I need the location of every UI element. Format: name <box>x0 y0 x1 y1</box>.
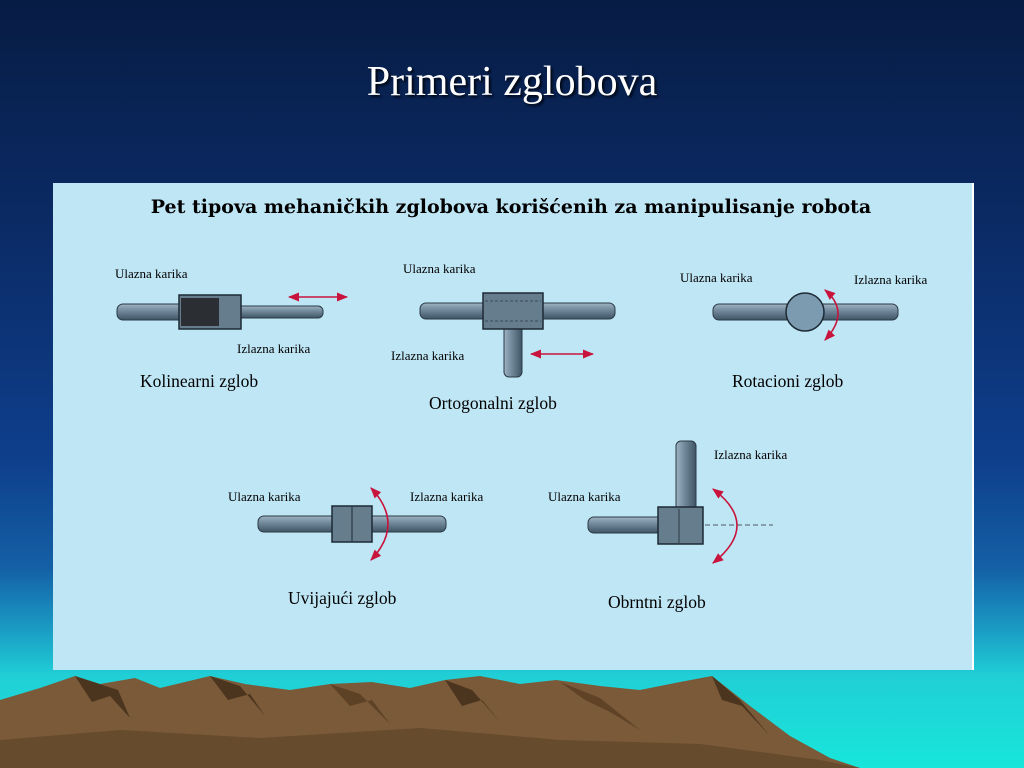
twisting-motion-arrow <box>370 487 389 561</box>
rotational-output-label: Izlazna karika <box>854 272 927 287</box>
revolving-output-rod <box>675 440 697 514</box>
joint-types-figure: Pet tipova mehaničkih zglobova korišćeni… <box>53 183 974 670</box>
orthogonal-joint-block <box>482 292 544 330</box>
rotational-motion-arrow <box>824 289 839 341</box>
twisting-caption: Uvijajući zglob <box>288 588 397 608</box>
revolving-input-label: Ulazna karika <box>548 489 621 504</box>
orthogonal-caption: Ortogonalni zglob <box>429 393 557 413</box>
twisting-output-label: Izlazna karika <box>410 489 483 504</box>
collinear-piston <box>181 298 219 326</box>
slide-title: Primeri zglobova <box>366 59 658 105</box>
collinear-output-rod <box>232 305 324 319</box>
orthogonal-output-label: Izlazna karika <box>391 348 464 363</box>
revolving-output-label: Izlazna karika <box>714 447 787 462</box>
revolving-joint-block <box>657 506 704 545</box>
revolving-joint: Ulazna karika Izlazna karika Obrntni zgl… <box>548 440 787 612</box>
joint-diagram: Pet tipova mehaničkih zglobova korišćeni… <box>115 196 927 612</box>
figure-title: Pet tipova mehaničkih zglobova korišćeni… <box>151 196 872 218</box>
collinear-caption: Kolinearni zglob <box>140 371 258 391</box>
rotational-input-label: Ulazna karika <box>680 270 753 285</box>
revolving-motion-arrow <box>712 488 738 564</box>
collinear-joint: Ulazna karika Izlazna karika Kolinearni … <box>115 266 349 391</box>
rotational-joint: Ulazna karika Izlazna karika Rotacioni z… <box>680 270 927 391</box>
revolving-caption: Obrntni zglob <box>608 592 706 612</box>
twisting-input-label: Ulazna karika <box>228 489 301 504</box>
orthogonal-joint: Ulazna karika Izlazna karika Ortogonalni… <box>391 261 616 413</box>
collinear-input-label: Ulazna karika <box>115 266 188 281</box>
revolving-input-rod <box>587 516 669 534</box>
collinear-output-label: Izlazna karika <box>237 341 310 356</box>
orthogonal-input-label: Ulazna karika <box>403 261 476 276</box>
rotational-caption: Rotacioni zglob <box>732 371 844 391</box>
twisting-joint: Ulazna karika Izlazna karika Uvijajući z… <box>228 487 483 608</box>
orthogonal-output-rod <box>503 322 523 378</box>
rotational-hinge <box>785 292 825 332</box>
